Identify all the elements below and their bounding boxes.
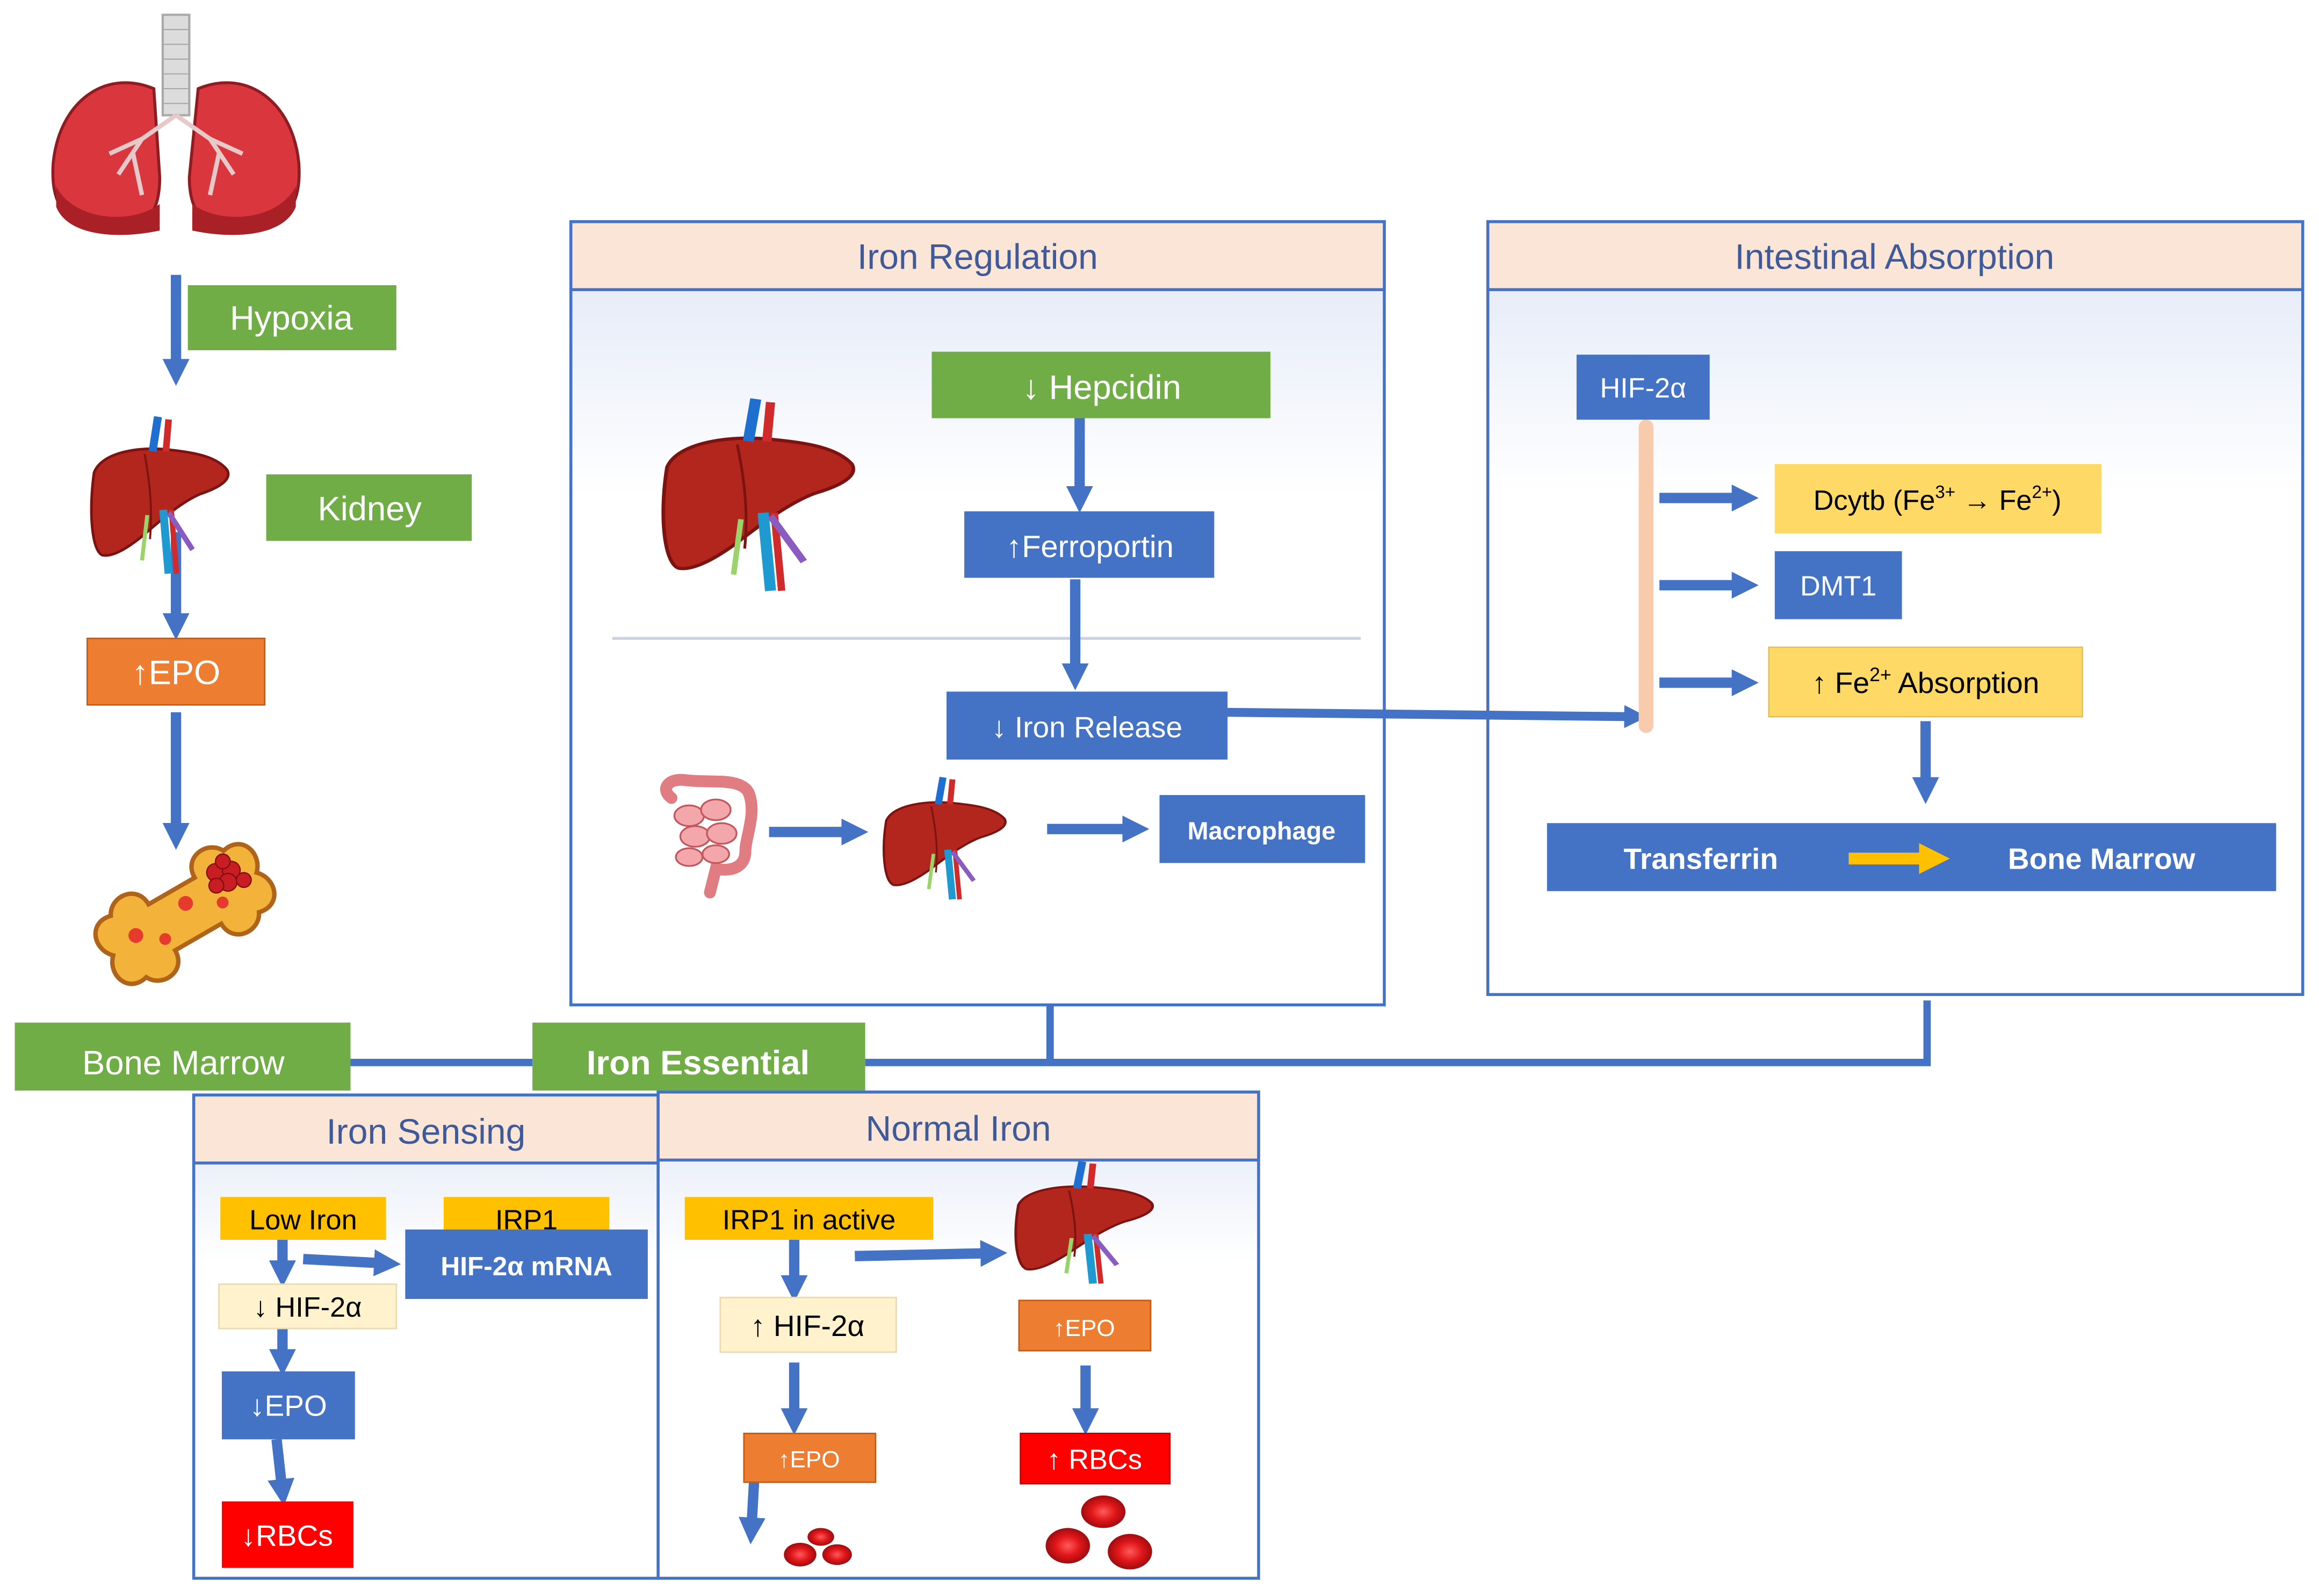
epo-up-box — [86, 638, 266, 706]
connector-lines — [350, 1000, 1931, 1066]
low-iron-label: Low Iron — [249, 1205, 357, 1236]
iron-regulation-panel — [569, 220, 1386, 1007]
bone-marrow-box — [15, 1022, 351, 1091]
dcytb-mid: → Fe — [1955, 485, 2032, 516]
iron-essential-label: Iron Essential — [587, 1044, 810, 1082]
fe-absorption-box — [1768, 646, 2083, 718]
transferrin-target-label: Bone Marrow — [2008, 842, 2195, 876]
arrow-release-to-hif — [1224, 705, 1648, 728]
intestinal-absorption-title: Intestinal Absorption — [1735, 237, 2054, 277]
hif-up-label: ↑ HIF-2α — [750, 1309, 864, 1342]
epo-up-left-box — [743, 1432, 877, 1483]
iron-release-box — [947, 691, 1228, 760]
arrow-irp1-to-liver — [855, 1240, 1008, 1267]
red-blood-cells-icon — [784, 1528, 852, 1566]
dcytb-prefix: Dcytb (Fe — [1814, 485, 1935, 516]
hepcidin-label: ↓ Hepcidin — [1022, 369, 1181, 407]
dmt1-box — [1774, 551, 1902, 619]
bone-marrow-label: Bone Marrow — [82, 1044, 285, 1082]
irp1-active-box — [684, 1197, 934, 1240]
dcytb-sup1: 3+ — [1935, 482, 1955, 502]
hif-box — [1576, 355, 1710, 420]
irp1-active-label: IRP1 in active — [723, 1205, 896, 1236]
dcytb-sup2: 2+ — [2032, 482, 2052, 502]
hepcidin-box — [931, 351, 1270, 418]
epo-down-label: ↓EPO — [250, 1389, 327, 1422]
normal-iron-title: Normal Iron — [866, 1109, 1051, 1149]
rbc-up-label: ↑ RBCs — [1047, 1444, 1142, 1475]
epo-up-left-label: ↑EPO — [778, 1447, 840, 1473]
transferrin-label: Transferrin — [1623, 842, 1778, 876]
liver-icon — [91, 417, 228, 574]
lungs-icon — [51, 13, 301, 235]
iron-sensing-title: Iron Sensing — [326, 1111, 525, 1151]
iron-release-label: ↓ Iron Release — [992, 711, 1182, 744]
low-iron-box — [220, 1197, 386, 1240]
arrow-lowiron-to-mrna — [302, 1249, 401, 1276]
hif-up-box — [719, 1296, 897, 1353]
dcytb-box — [1774, 464, 2102, 534]
epo-up-right-label: ↑EPO — [1053, 1315, 1115, 1341]
hif-mrna-label: HIF-2α mRNA — [440, 1252, 612, 1281]
ferroportin-box — [964, 511, 1215, 578]
macrophage-box — [1159, 795, 1366, 863]
iron-essential-box — [532, 1022, 865, 1091]
macrophage-label: Macrophage — [1188, 817, 1336, 845]
intestine-icon — [660, 774, 758, 899]
arrow-epo-to-rbc-down — [268, 1439, 294, 1506]
abs-prefix: ↑ Fe — [1812, 666, 1869, 699]
hypoxia-box — [187, 285, 396, 350]
fe-absorption-label: ↑ Fe2+ Absorption — [1812, 664, 2039, 699]
bone-marrow-icon — [93, 842, 277, 986]
hif-effect-bar — [1638, 420, 1654, 733]
epo-up-right-box — [1018, 1299, 1152, 1352]
rbc-up-box — [1020, 1432, 1171, 1485]
rbc-down-box — [221, 1501, 354, 1568]
dmt1-label: DMT1 — [1800, 571, 1876, 602]
hif-down-box — [218, 1283, 398, 1330]
ferroportin-label: ↑Ferroportin — [1006, 530, 1174, 564]
flow-arrows — [162, 275, 1939, 1544]
epo-up-label: ↑EPO — [132, 654, 220, 692]
dcytb-suffix: ) — [2052, 485, 2061, 516]
hif-down-label: ↓ HIF-2α — [254, 1292, 362, 1323]
kidney-box — [266, 474, 472, 541]
arrow-epo-to-cells — [738, 1477, 766, 1544]
hif-label: HIF-2α — [1600, 373, 1686, 404]
irp1-label: IRP1 — [495, 1205, 558, 1236]
abs-suffix: Absorption — [1891, 666, 2039, 699]
abs-sup: 2+ — [1869, 664, 1891, 685]
red-blood-cells-icon — [1045, 1495, 1152, 1570]
epo-down-box — [221, 1371, 355, 1440]
hif-mrna-box — [405, 1229, 648, 1299]
hypoxia-label: Hypoxia — [230, 299, 353, 337]
iron-regulation-title: Iron Regulation — [857, 237, 1098, 277]
dcytb-label: Dcytb (Fe3+ → Fe2+) — [1814, 482, 2062, 516]
kidney-label: Kidney — [318, 490, 422, 528]
rbc-down-label: ↓RBCs — [241, 1519, 333, 1552]
